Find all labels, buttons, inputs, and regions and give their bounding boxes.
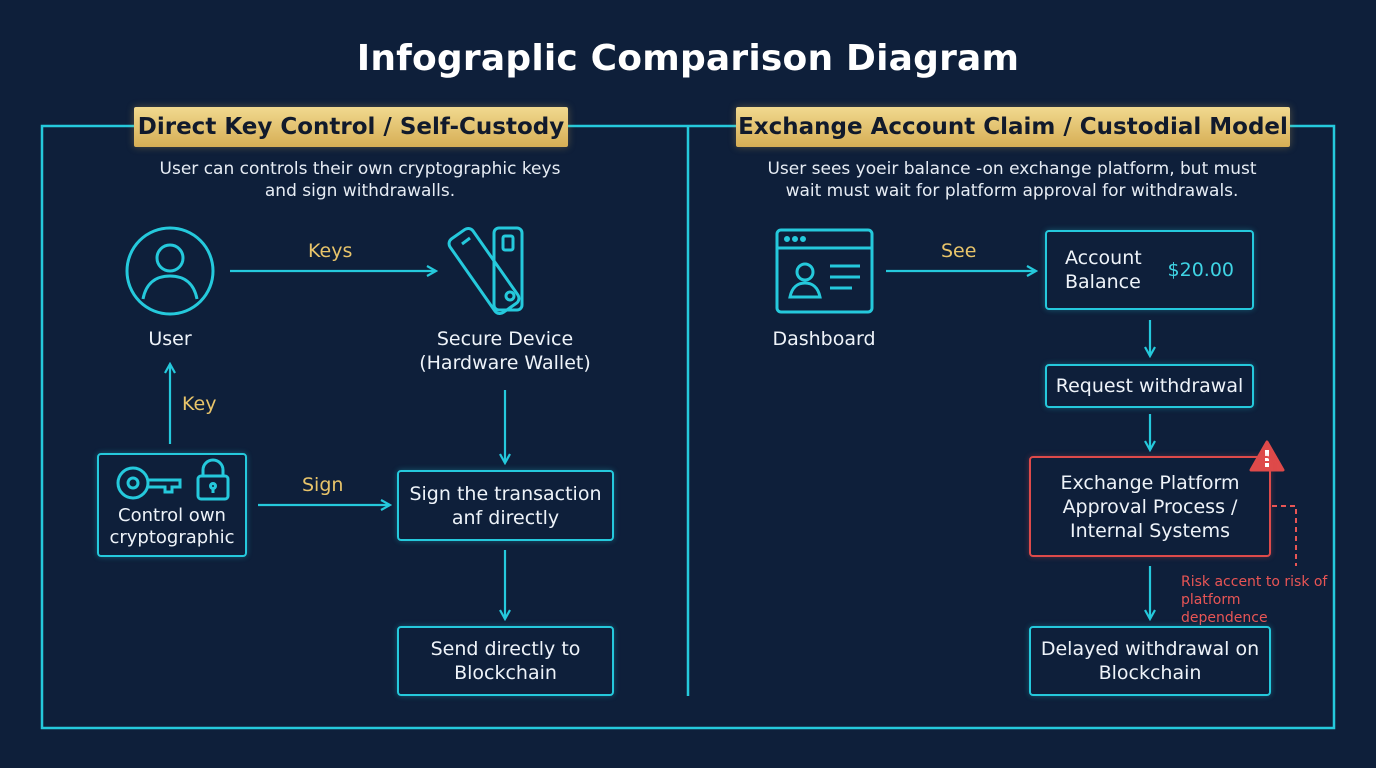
risk-connector	[1272, 505, 1297, 566]
request-withdrawal-box: Request withdrawal	[1045, 364, 1254, 408]
user-label: User	[148, 328, 192, 350]
balance-amount: $20.00	[1167, 259, 1234, 281]
sign-transaction-box: Sign the transaction anf directly	[397, 470, 614, 541]
right-arrows	[886, 271, 1150, 619]
right-description: User sees yoeir balance -on exchange pla…	[767, 159, 1257, 201]
left-description: User can controls their own cryptographi…	[159, 159, 561, 201]
arrow-key-label: Key	[182, 393, 217, 415]
arrow-see-label: See	[941, 240, 977, 262]
arrow-sign-label: Sign	[302, 474, 344, 496]
right-banner: Exchange Account Claim / Custodial Model	[736, 107, 1290, 147]
control-keys-box: Control own cryptographic	[97, 453, 247, 557]
dashboard-label: Dashboard	[772, 328, 876, 350]
approval-process-box: Exchange Platform Approval Process / Int…	[1029, 456, 1271, 557]
risk-note: Risk accent to risk of platform dependen…	[1181, 574, 1328, 626]
outer-frame	[40, 124, 1336, 730]
page-title: Infograplic Comparison Diagram	[356, 38, 1020, 79]
arrow-keys-label: Keys	[308, 240, 353, 262]
balance-label: Account Balance	[1065, 247, 1142, 293]
key-icon	[116, 466, 182, 500]
dashboard-window-icon	[775, 228, 874, 314]
user-circle-icon	[125, 226, 215, 316]
left-banner: Direct Key Control / Self-Custody	[134, 107, 568, 147]
hardware-wallet-icon	[447, 226, 524, 316]
send-blockchain-box: Send directly to Blockchain	[397, 626, 614, 696]
delayed-withdrawal-box: Delayed withdrawal on Blockchain	[1029, 626, 1271, 696]
device-label: Secure Device (Hardware Wallet)	[419, 328, 591, 374]
left-arrows	[170, 271, 505, 619]
padlock-icon	[196, 458, 230, 501]
account-balance-box: Account Balance $20.00	[1045, 230, 1254, 310]
